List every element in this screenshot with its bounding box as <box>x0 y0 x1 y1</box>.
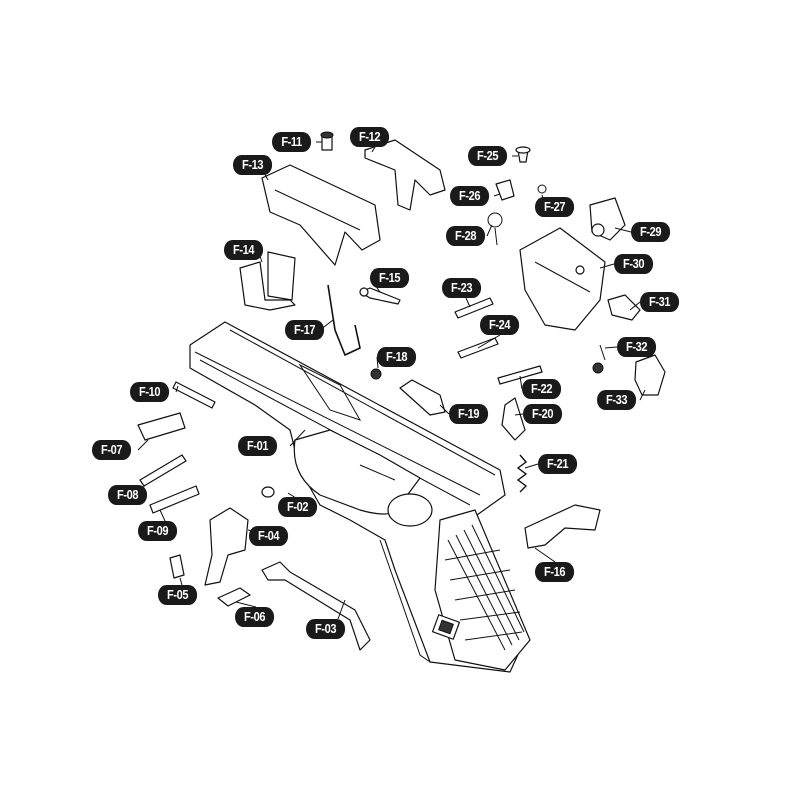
part-label-f-14: F-14 <box>224 240 264 260</box>
part-label-f-28: F-28 <box>446 226 486 246</box>
part-label-f-07: F-07 <box>92 440 132 460</box>
part-label-f-15: F-15 <box>370 268 410 288</box>
part-label-f-29: F-29 <box>631 222 671 242</box>
part-label-f-26: F-26 <box>450 186 490 206</box>
part-label-f-11: F-11 <box>272 132 312 152</box>
part-label-f-17: F-17 <box>285 320 325 340</box>
part-label-f-02: F-02 <box>278 497 318 517</box>
part-label-f-31: F-31 <box>640 292 680 312</box>
part-label-f-32: F-32 <box>617 337 657 357</box>
part-label-f-05: F-05 <box>158 585 198 605</box>
part-label-f-27: F-27 <box>535 197 575 217</box>
part-label-f-10: F-10 <box>130 382 170 402</box>
part-label-f-19: F-19 <box>449 404 489 424</box>
part-label-f-33: F-33 <box>597 390 637 410</box>
part-label-f-18: F-18 <box>377 347 417 367</box>
part-label-f-16: F-16 <box>535 562 575 582</box>
part-label-f-06: F-06 <box>235 607 275 627</box>
part-label-f-08: F-08 <box>108 485 148 505</box>
part-label-f-20: F-20 <box>523 404 563 424</box>
part-label-f-22: F-22 <box>522 379 562 399</box>
part-label-f-21: F-21 <box>538 454 578 474</box>
part-label-f-03: F-03 <box>306 619 346 639</box>
part-label-f-24: F-24 <box>480 315 520 335</box>
part-label-f-09: F-09 <box>138 521 178 541</box>
part-label-f-30: F-30 <box>614 254 654 274</box>
rail-insert-drawing <box>261 164 381 266</box>
part-label-f-23: F-23 <box>442 278 482 298</box>
part-label-f-13: F-13 <box>233 155 273 175</box>
part-label-f-01: F-01 <box>238 436 278 456</box>
part-label-f-04: F-04 <box>249 526 289 546</box>
part-label-f-25: F-25 <box>468 146 508 166</box>
part-label-f-12: F-12 <box>350 127 390 147</box>
frame-drawing <box>189 321 531 673</box>
